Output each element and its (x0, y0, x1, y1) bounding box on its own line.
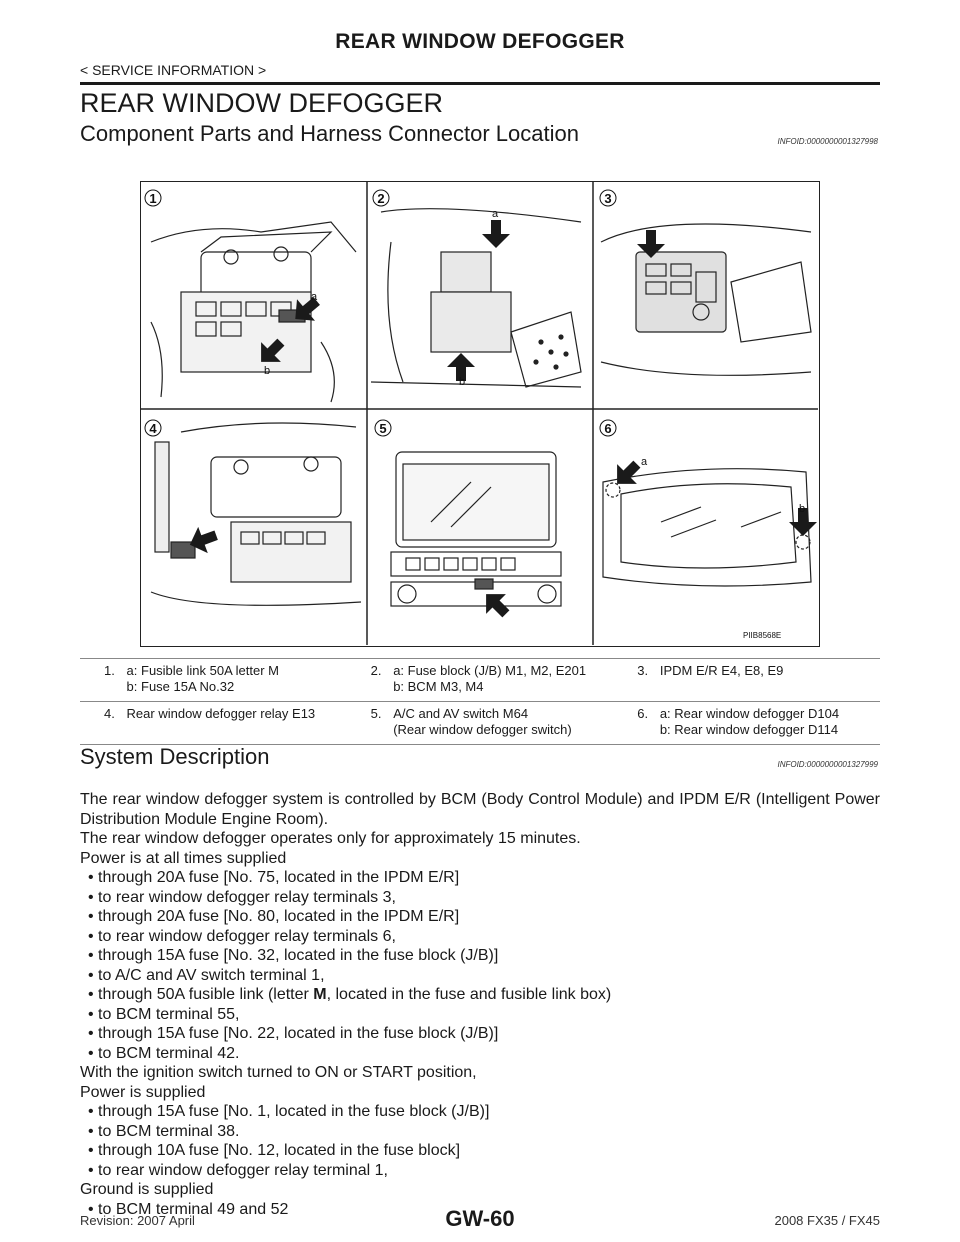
bullet-item: through 15A fuse [No. 1, located in the … (80, 1102, 880, 1122)
callout-1a: a (311, 291, 318, 303)
callout-2a: a (492, 208, 499, 220)
panel-4-drawing (150, 422, 362, 606)
bullet-item: to BCM terminal 55, (80, 1005, 880, 1025)
callout-2b: b (459, 376, 465, 388)
panel-5-arrow (476, 584, 516, 624)
figure-code: PIIB8568E (743, 631, 781, 640)
legend-num-1: 1. (80, 658, 127, 702)
bullet-item: through 10A fuse [No. 12, located in the… (80, 1141, 880, 1161)
footer-page-number: GW-60 (445, 1206, 515, 1231)
callout-1b: b (264, 365, 270, 377)
legend-text-3: IPDM E/R E4, E8, E9 (659, 658, 880, 702)
fusible-text-pre: through 50A fusible link (letter (98, 986, 314, 1003)
panel-number-6: 6 (604, 421, 611, 436)
component-location-figure: 1 2 3 4 5 6 a b a b a b PIIB8568E (140, 181, 820, 647)
bullet-item: to BCM terminal 38. (80, 1122, 880, 1142)
bullet-item: through 20A fuse [No. 80, located in the… (80, 907, 880, 927)
bullet-item: to A/C and AV switch terminal 1, (80, 966, 880, 986)
panel-number-5: 5 (379, 421, 386, 436)
legend-num-5: 5. (346, 701, 394, 745)
system-infoid: INFOID:0000000001327999 (777, 760, 878, 769)
panel-1-drawing (150, 221, 357, 403)
bullet-item: to BCM terminal 49 and 52 (80, 1200, 880, 1220)
bullet-item: through 15A fuse [No. 32, located in the… (80, 946, 880, 966)
legend-text-4: Rear window defogger relay E13 (126, 701, 347, 745)
callout-6a: a (641, 456, 648, 468)
body-line: Power is at all times supplied (80, 849, 287, 867)
legend-num-6: 6. (613, 701, 660, 745)
legend-text-2: a: Fuse block (J/B) M1, M2, E201 b: BCM … (393, 658, 614, 702)
bullet-item: through 20A fuse [No. 75, located in the… (80, 868, 880, 888)
figure-legend: 1. a: Fusible link 50A letter M b: Fuse … (80, 658, 880, 745)
intro-paragraph: The rear window defogger system is contr… (80, 791, 880, 828)
component-infoid: INFOID:0000000001327998 (777, 137, 878, 146)
legend-text-6: a: Rear window defogger D104 b: Rear win… (659, 701, 880, 745)
panel-6-drawing (602, 468, 812, 587)
panel-5-drawing (390, 451, 562, 607)
fusible-letter: M (313, 986, 327, 1003)
body-line: With the ignition switch turned to ON or… (80, 1064, 477, 1081)
system-section-title: System Description (80, 744, 270, 769)
callout-6b: b (799, 503, 805, 515)
panel-2-arrow-a (482, 220, 510, 248)
legend-num-2: 2. (346, 658, 394, 702)
panel-number-2: 2 (377, 191, 384, 206)
page-header-title: REAR WINDOW DEFOGGER (335, 30, 625, 53)
bullet-item-fusible-link: through 50A fusible link (letter M, loca… (80, 985, 880, 1005)
footer-revision: Revision: 2007 April (80, 1213, 195, 1228)
component-section-title: Component Parts and Harness Connector Lo… (80, 121, 579, 146)
header-rule (80, 82, 880, 85)
legend-num-4: 4. (80, 701, 127, 745)
fusible-text-post: , located in the fuse and fusible link b… (326, 986, 612, 1003)
legend-num-3: 3. (613, 658, 660, 702)
breadcrumb: < SERVICE INFORMATION > (80, 62, 267, 78)
panel-number-4: 4 (149, 421, 157, 436)
body-line: The rear window defogger operates only f… (80, 830, 581, 847)
bullet-item: through 15A fuse [No. 22, located in the… (80, 1024, 880, 1044)
legend-text-1: a: Fusible link 50A letter M b: Fuse 15A… (126, 658, 347, 702)
legend-text-5: A/C and AV switch M64 (Rear window defog… (393, 701, 614, 745)
section-title: REAR WINDOW DEFOGGER (80, 88, 443, 118)
body-line: Ground is supplied (80, 1181, 214, 1198)
footer-model: 2008 FX35 / FX45 (774, 1213, 880, 1228)
bullet-item: to rear window defogger relay terminals … (80, 927, 880, 947)
panel-3-drawing (600, 223, 812, 376)
panel-number-3: 3 (604, 191, 611, 206)
system-description-body: The rear window defogger system is contr… (80, 790, 880, 1219)
panel-number-1: 1 (149, 191, 156, 206)
bullet-item: to rear window defogger relay terminal 1… (80, 1161, 880, 1181)
bullet-item: to BCM terminal 42. (80, 1044, 880, 1064)
body-line: Power is supplied (80, 1083, 206, 1101)
panel-2-drawing (370, 208, 582, 388)
bullet-item: to rear window defogger relay terminals … (80, 888, 880, 908)
figure-illustration: 1 2 3 4 5 6 a b a b a b PIIB8568E (141, 182, 818, 645)
